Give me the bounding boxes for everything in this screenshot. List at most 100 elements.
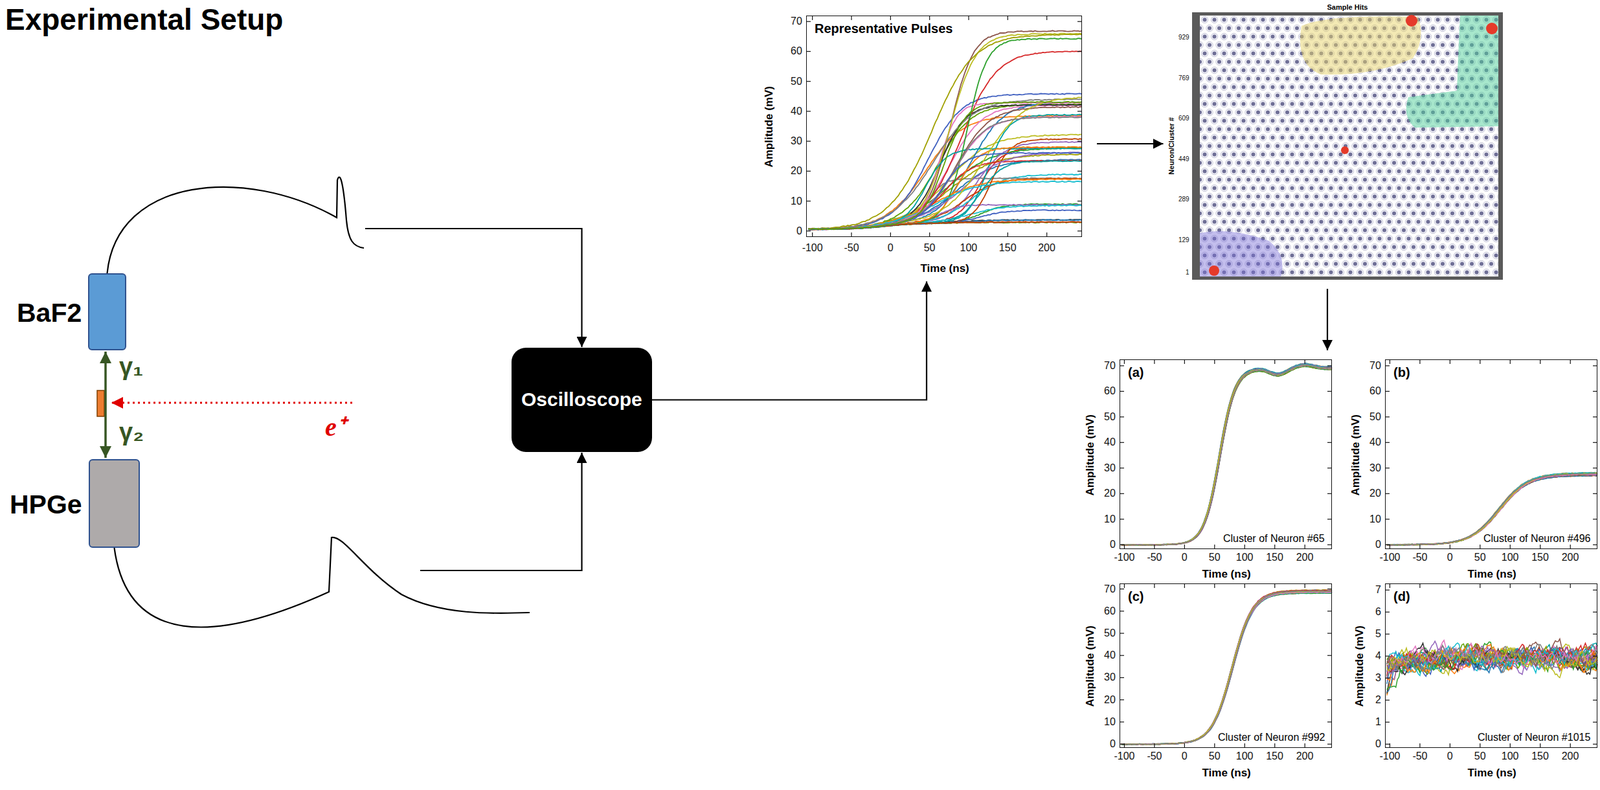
tick-mark — [1592, 442, 1598, 443]
pulse-trace — [808, 38, 1082, 230]
tick-label: 0 — [1181, 750, 1188, 763]
som-map — [1192, 12, 1503, 280]
tick-mark — [1385, 493, 1390, 495]
pulse-trace — [808, 146, 1082, 230]
tick-mark — [1119, 632, 1125, 634]
pulse-trace — [1121, 591, 1332, 744]
tick-label: 30 — [1104, 671, 1116, 684]
tick-label: 6 — [1375, 606, 1382, 618]
tick-label: 0 — [1109, 538, 1116, 551]
tick-mark — [1119, 721, 1125, 722]
tick-mark — [806, 230, 811, 232]
tick-mark — [1304, 359, 1306, 364]
tick-mark — [1244, 743, 1246, 748]
tick-label: -100 — [1113, 551, 1135, 564]
pulse-trace — [808, 114, 1082, 230]
tick-mark — [1479, 583, 1481, 588]
pulse-trace — [808, 104, 1082, 230]
tick-label: -50 — [1412, 551, 1428, 564]
tick-mark — [890, 232, 891, 237]
tick-mark — [1592, 743, 1598, 745]
tick-mark — [1119, 365, 1125, 366]
tick-mark — [1592, 611, 1598, 613]
cluster-plot: (a)Cluster of Neuron #65Amplitude (mV)Ti… — [1119, 359, 1332, 550]
box-label: Oscilloscope — [521, 388, 643, 412]
pulse-trace — [1121, 366, 1332, 546]
tick-label: 4 — [1375, 650, 1382, 662]
tick-mark — [806, 141, 811, 142]
pulse-trace — [1386, 474, 1598, 546]
pulse-trace — [1121, 591, 1332, 745]
tick-label: 100 — [1236, 750, 1254, 763]
tick-mark — [1449, 544, 1451, 550]
tick-mark — [1385, 365, 1390, 366]
tick-mark — [1214, 743, 1215, 748]
pulse-trace — [1121, 589, 1332, 745]
tick-mark — [1385, 611, 1390, 613]
pulse-trace — [1386, 475, 1598, 545]
tick-mark — [1385, 677, 1390, 679]
pulse-trace — [1121, 591, 1332, 745]
pulse-trace — [808, 160, 1082, 230]
pulse-trace — [1386, 474, 1598, 546]
tick-mark — [1479, 544, 1481, 550]
pulse-trace — [1121, 363, 1332, 546]
connector — [652, 281, 927, 401]
tick-label: 20 — [1369, 487, 1382, 500]
pulse-trace — [1121, 592, 1332, 745]
tick-label: -50 — [1146, 750, 1162, 763]
axis-label: Time (ns) — [1467, 766, 1517, 780]
tick-label: 2 — [1375, 694, 1382, 706]
tick-label: 10 — [1104, 513, 1116, 526]
tick-mark — [806, 21, 811, 23]
tick-mark — [1274, 743, 1275, 748]
axis-label: Time (ns) — [1202, 766, 1251, 780]
detector-box: BaF2 — [88, 273, 127, 351]
tick-mark — [1214, 583, 1215, 588]
tick-mark — [1046, 15, 1048, 21]
tick-mark — [811, 15, 813, 21]
pulse-trace — [808, 102, 1082, 230]
pulse-trace — [808, 116, 1082, 230]
pulse-trace — [1386, 474, 1598, 545]
tick-mark — [1244, 359, 1246, 364]
tick-mark — [1592, 518, 1598, 520]
pulse-trace — [1121, 365, 1332, 545]
tick-mark — [1327, 544, 1332, 546]
tick-label: 449 — [1178, 155, 1190, 164]
tick-label: 10 — [1104, 716, 1116, 728]
plot-title: (d) — [1393, 589, 1411, 605]
pulse-trace — [808, 115, 1082, 230]
tick-mark — [1214, 544, 1215, 550]
plot-title: Representative Pulses — [814, 21, 953, 37]
tick-label: 50 — [1104, 627, 1116, 640]
oscilloscope-box: Oscilloscope — [511, 347, 653, 452]
tick-label: 50 — [1474, 750, 1487, 763]
pulse-trace — [1121, 365, 1332, 546]
tick-label: 70 — [1104, 583, 1116, 596]
tick-mark — [1419, 583, 1420, 588]
pulse-trace — [1386, 473, 1598, 546]
tick-mark — [1389, 583, 1391, 588]
pulse-trace — [1386, 472, 1598, 546]
tick-mark — [1327, 721, 1332, 722]
cluster-label: Cluster of Neuron #992 — [1217, 731, 1325, 744]
tick-label: -100 — [802, 242, 823, 254]
tick-mark — [1304, 544, 1306, 550]
tick-label: 70 — [1104, 360, 1116, 372]
axis-label: Time (ns) — [1467, 567, 1517, 581]
pulse-trace — [1386, 644, 1598, 681]
tick-label: 10 — [790, 195, 803, 208]
tick-label: 929 — [1178, 33, 1190, 42]
pulse-trace — [1386, 474, 1598, 546]
tick-mark — [1385, 721, 1390, 723]
tick-label: 200 — [1296, 750, 1314, 763]
tick-label: -50 — [843, 242, 859, 254]
tick-label: 50 — [1369, 411, 1382, 423]
pulse-trace — [808, 34, 1082, 230]
pulse-trace — [1121, 365, 1332, 546]
plot-title: (b) — [1393, 365, 1411, 381]
pulse-trace — [1121, 590, 1332, 744]
tick-mark — [1304, 743, 1306, 748]
tick-mark — [806, 200, 811, 202]
